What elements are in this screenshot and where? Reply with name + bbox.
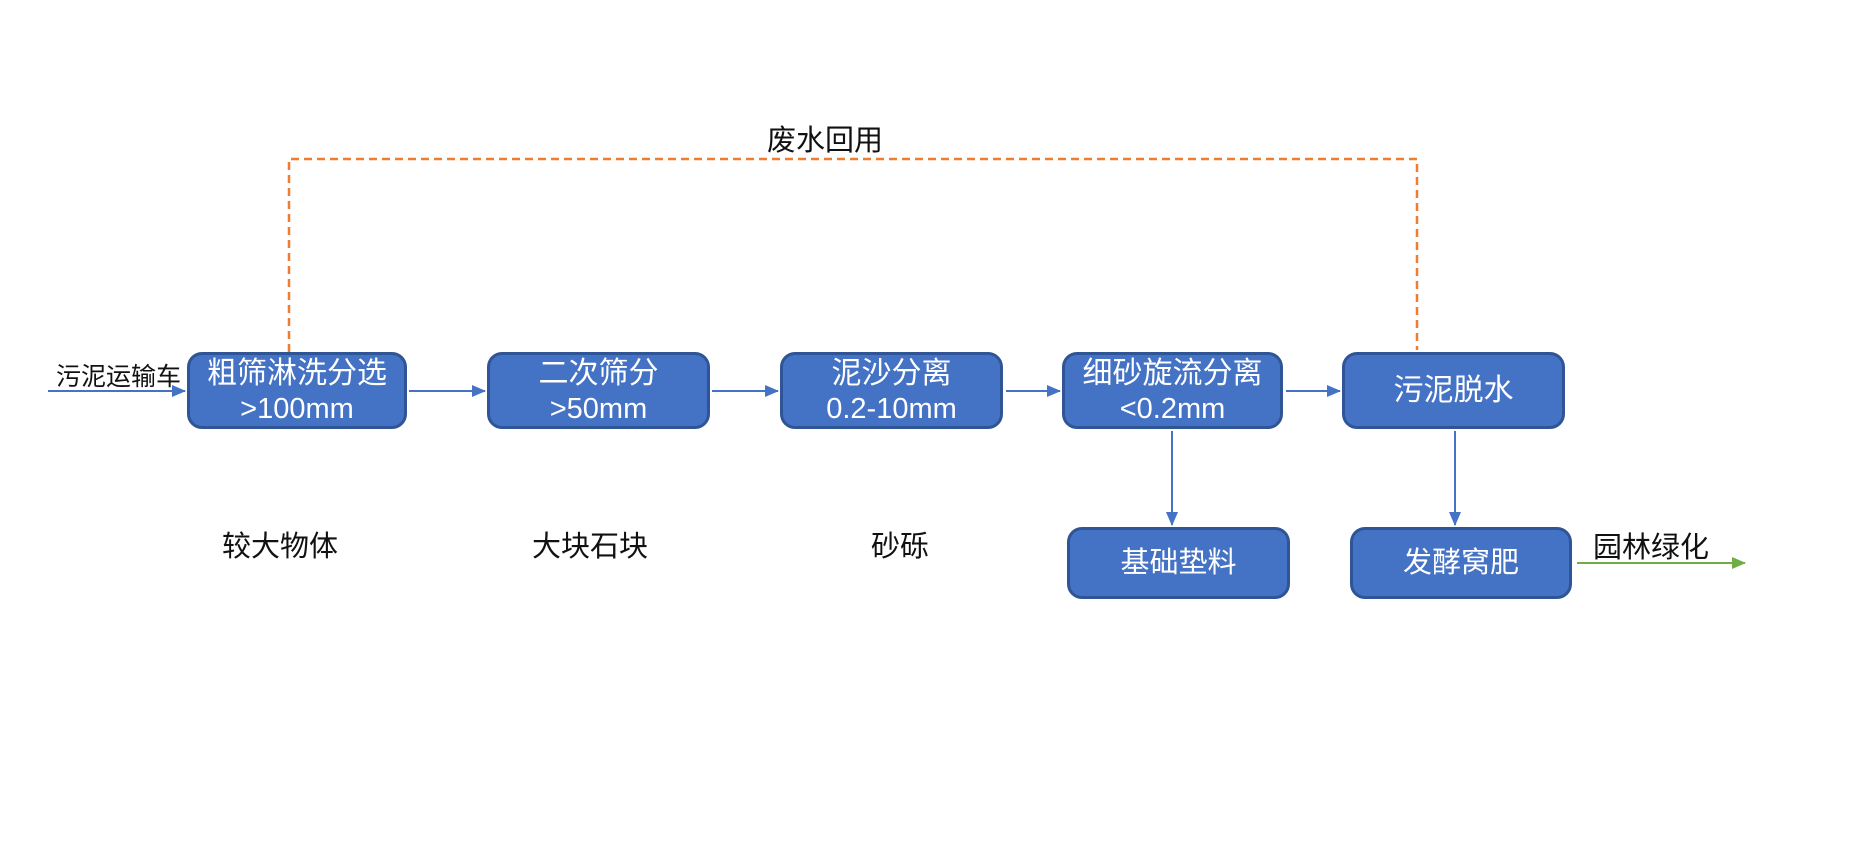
process-box-sand-separation: 泥沙分离 0.2-10mm bbox=[780, 352, 1003, 429]
process-box-line1: 粗筛淋洗分选 bbox=[207, 356, 387, 390]
process-box-line2: <0.2mm bbox=[1119, 392, 1226, 425]
product-box-label: 基础垫料 bbox=[1120, 546, 1237, 579]
product-box-base-bedding: 基础垫料 bbox=[1067, 527, 1290, 599]
process-box-line2: >50mm bbox=[549, 392, 648, 425]
label-wastewater-reuse: 废水回用 bbox=[766, 125, 884, 157]
process-box-line1: 二次筛分 bbox=[538, 356, 659, 390]
process-box-line1: 泥沙分离 bbox=[831, 356, 952, 390]
label-byproduct-large-stones: 大块石块 bbox=[531, 531, 649, 563]
label-byproduct-large-objects: 较大物体 bbox=[221, 531, 339, 563]
process-box-secondary-screening: 二次筛分 >50mm bbox=[487, 352, 710, 429]
process-box-fine-sand-cyclone: 细砂旋流分离 <0.2mm bbox=[1062, 352, 1283, 429]
product-box-label: 发酵窝肥 bbox=[1402, 546, 1519, 579]
label-byproduct-gravel: 砂砾 bbox=[870, 531, 930, 563]
process-box-sludge-dewatering: 污泥脱水 bbox=[1342, 352, 1565, 429]
label-output-landscaping: 园林绿化 bbox=[1592, 532, 1710, 564]
process-box-coarse-screening: 粗筛淋洗分选 >100mm bbox=[187, 352, 407, 429]
label-input-sludge-truck: 污泥运输车 bbox=[56, 363, 182, 391]
process-box-line1: 细砂旋流分离 bbox=[1082, 356, 1263, 390]
recycle-dashed-connector bbox=[287, 157, 1419, 352]
product-box-fermented-compost: 发酵窝肥 bbox=[1350, 527, 1572, 599]
process-box-line2: >100mm bbox=[240, 392, 354, 425]
process-box-line1: 污泥脱水 bbox=[1393, 374, 1514, 407]
process-box-line2: 0.2-10mm bbox=[826, 392, 957, 425]
